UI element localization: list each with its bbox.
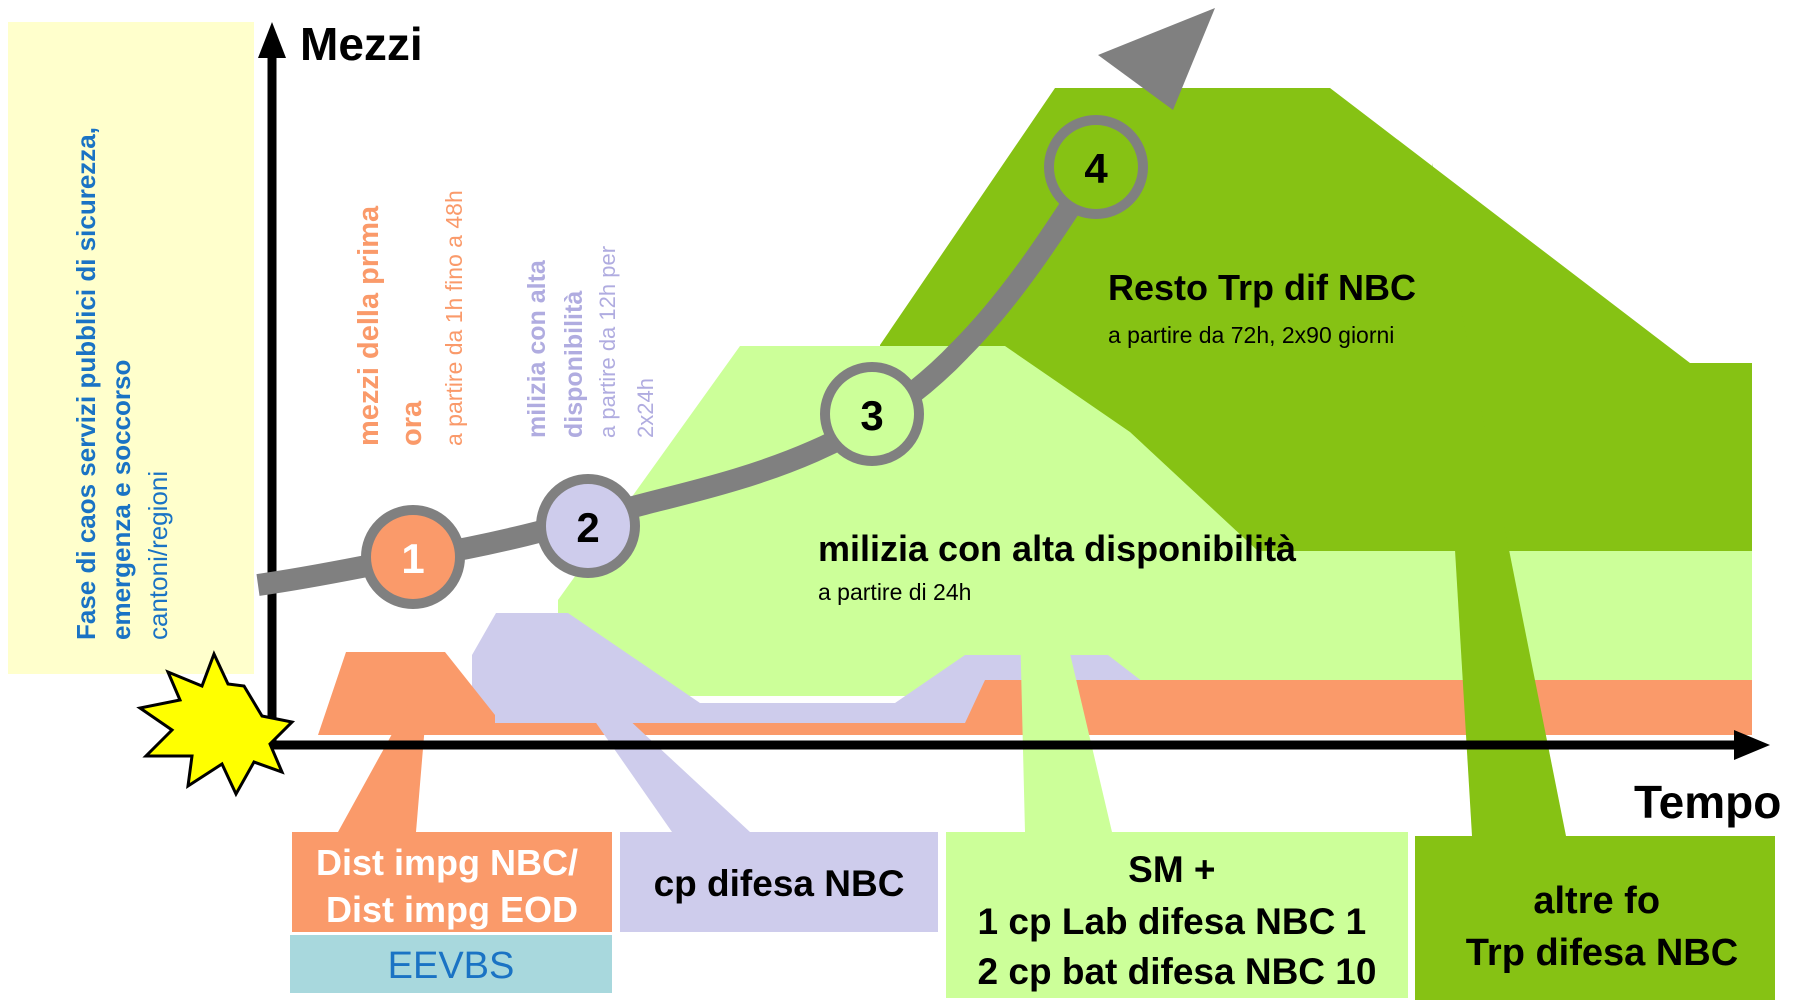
callout-dist-line-1: Dist impg NBC/ <box>316 842 578 883</box>
callout-cp-label: cp difesa NBC <box>654 863 905 904</box>
step-1-label: 1 <box>401 535 424 582</box>
label-milizia-vertical-line-2: disponibilità <box>560 291 588 438</box>
step-3: 3 <box>820 362 924 466</box>
area-resto-title: Resto Trp dif NBC <box>1108 267 1416 308</box>
phase-box-title-line-2: emergenza e soccorso <box>106 360 136 640</box>
area-resto-sub: a partire da 72h, 2x90 giorni <box>1108 322 1394 348</box>
callout-pointer-sm <box>1015 420 1112 832</box>
y-axis-label: Mezzi <box>300 18 423 70</box>
svg-text:a partire da 12h per 2x2: a partire da 12h per 2x24h <box>595 240 658 438</box>
callout-sm-text: SM + 1 cp Lab difesa NBC 1 2 cp bat dife… <box>978 849 1377 992</box>
callout-pointer-altre <box>1432 163 1566 836</box>
label-milizia-vertical-sub-2: 2x24h <box>633 378 658 438</box>
x-axis-label: Tempo <box>1634 776 1781 828</box>
phase-box-subtitle: cantoni/regioni <box>143 471 173 640</box>
callout-cp-box <box>620 832 938 932</box>
callout-sm-line-3: 2 cp bat difesa NBC 10 <box>978 951 1377 992</box>
phase-box-title-line-1: Fase di caos servizi pubblici di sicurez… <box>71 127 101 640</box>
step-4-label: 4 <box>1084 145 1108 192</box>
callout-altre-text: altre fo Trp difesa NBC <box>1466 880 1738 974</box>
callout-dist-box <box>292 832 612 932</box>
step-3-label: 3 <box>860 392 883 439</box>
svg-text:milizia con alta disponi: milizia con alta disponibilità <box>523 253 588 438</box>
phase-box-text: Fase di caos servizi pubblici di sicurez… <box>71 120 173 640</box>
svg-text:mezzi della prima ora: mezzi della prima ora <box>353 198 428 446</box>
label-prima-ora: mezzi della prima ora a partire da 1h fi… <box>353 190 467 446</box>
label-milizia-vertical: milizia con alta disponibilità a partire… <box>523 240 658 438</box>
callout-sm-line-1: SM + <box>1128 849 1215 890</box>
label-prima-ora-line-1: mezzi della prima <box>353 205 385 446</box>
callout-sm-line-2: 1 cp Lab difesa NBC 1 <box>978 901 1367 942</box>
step-2-label: 2 <box>576 504 599 551</box>
callout-altre-box <box>1415 836 1775 1000</box>
step-1: 1 <box>361 505 465 609</box>
label-prima-ora-line-2: ora <box>396 400 428 446</box>
label-milizia-vertical-line-1: milizia con alta <box>523 259 551 438</box>
explosion-burst-icon <box>136 650 296 798</box>
phase-progression-arrowhead-icon <box>1098 8 1215 110</box>
label-milizia-vertical-sub-1: a partire da 12h per <box>595 246 620 438</box>
callout-altre-line-2: Trp difesa NBC <box>1466 932 1738 974</box>
x-axis-arrow-icon <box>1734 730 1770 760</box>
y-axis-arrow-icon <box>258 22 286 58</box>
callout-dist-line-2: Dist impg EOD <box>326 889 578 930</box>
callout-eevbs-label: EEVBS <box>388 945 515 987</box>
callout-sm-box <box>946 832 1408 998</box>
phase-box <box>8 22 254 674</box>
step-4: 4 <box>1044 115 1148 219</box>
label-prima-ora-sub: a partire da 1h fino a 48h <box>441 190 467 446</box>
area-milizia-sub: a partire di 24h <box>818 579 971 605</box>
svg-text:Fase di caos servizi pubblici: Fase di caos servizi pubblici di sicurez… <box>71 120 136 640</box>
callout-altre-line-1: altre fo <box>1533 880 1660 922</box>
area-milizia-title: milizia con alta disponibilità <box>818 528 1297 569</box>
step-2: 2 <box>536 474 640 578</box>
callout-pointer-cp <box>530 628 750 832</box>
callout-eevbs-box <box>290 935 612 993</box>
callout-dist-text: Dist impg NBC/ Dist impg EOD <box>316 842 588 930</box>
